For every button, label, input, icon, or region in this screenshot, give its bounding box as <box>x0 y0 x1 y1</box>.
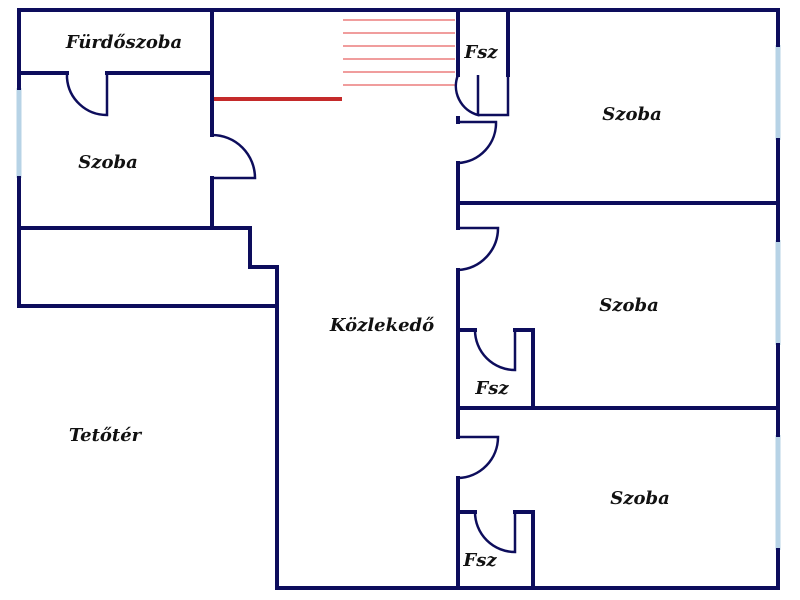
staircase <box>214 19 455 101</box>
door-wc-bottom <box>473 511 517 554</box>
label-bathroom: Fürdőszoba <box>65 32 182 53</box>
room-labels: Fürdőszoba Szoba Fsz Szoba Közlekedő Szo… <box>65 32 670 571</box>
label-room-mid-right: Szoba <box>599 295 658 316</box>
door-room-top-right <box>457 120 498 165</box>
walls <box>17 8 780 590</box>
label-wc-bottom: Fsz <box>462 550 497 571</box>
label-attic: Tetőtér <box>69 425 143 446</box>
label-hall: Közlekedő <box>329 315 434 336</box>
label-wc-top: Fsz <box>463 42 498 63</box>
door-bathroom <box>65 73 109 117</box>
door-wc-mid <box>473 329 517 372</box>
doors <box>65 73 517 554</box>
label-room-top-right: Szoba <box>602 104 661 125</box>
door-room-mid-right <box>457 226 500 272</box>
windows <box>16 45 781 550</box>
label-room-left: Szoba <box>78 152 137 173</box>
label-wc-mid: Fsz <box>474 378 509 399</box>
door-left-room <box>211 133 257 180</box>
label-room-bottom-right: Szoba <box>610 488 669 509</box>
door-wc-top <box>454 74 510 117</box>
door-room-bottom-right <box>457 435 500 480</box>
